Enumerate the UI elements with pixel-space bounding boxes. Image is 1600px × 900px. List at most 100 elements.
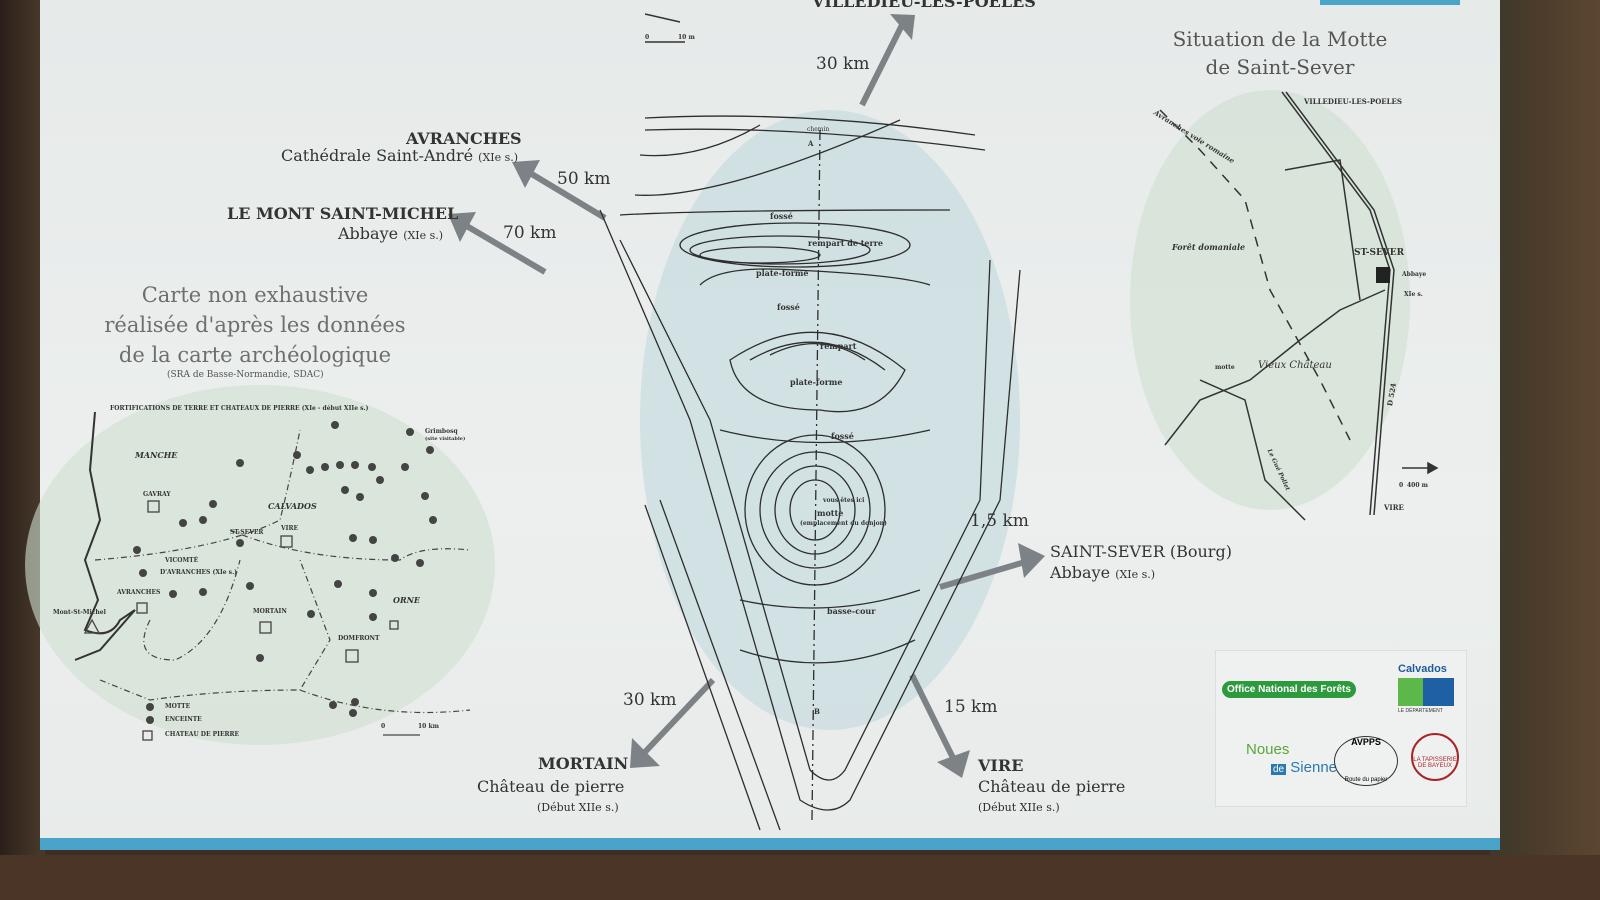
arrow-mortain <box>642 677 716 755</box>
mont-distance: 70 km <box>503 223 557 243</box>
label-st-sever: ST-SEVER <box>1354 248 1405 258</box>
contour-lines <box>599 115 1021 831</box>
arrow-mont <box>463 222 547 275</box>
mont-date: (XIe s.) <box>403 229 444 242</box>
onf-logo: Office National des Forêts <box>1222 681 1356 698</box>
label-rempart-terre: rempart de terre <box>808 238 884 248</box>
castle-markers <box>83 500 420 741</box>
label-vire: VIRE <box>281 525 299 532</box>
left-map-boundaries <box>94 429 471 714</box>
avpps-subtitle: Route du papier <box>1344 777 1388 783</box>
label-mortain: MORTAIN <box>253 608 287 615</box>
saintsever-site-name: Abbaye <box>1050 563 1111 582</box>
north-arrows <box>644 13 1439 475</box>
title-line: de Saint-Sever <box>1205 55 1355 79</box>
label-fosse: fossé <box>770 211 793 221</box>
sienne-logo: de Sienne <box>1271 759 1337 776</box>
label-plate-forme: plate-forme <box>790 377 843 387</box>
label-motte-right: motte <box>1215 364 1235 371</box>
background-left <box>0 0 45 900</box>
right-map-wash <box>1130 90 1410 510</box>
calvados-emblem <box>1398 678 1454 706</box>
title-line: Situation de la Motte <box>1172 27 1388 51</box>
label-domfront: DOMFRONT <box>338 635 380 642</box>
arrow-vire <box>909 673 958 764</box>
avranches-date: (XIe s.) <box>478 151 519 164</box>
label-abbaye: Abbaye <box>1402 271 1427 278</box>
arrow-avranches <box>528 170 607 221</box>
wooden-frame <box>0 855 1600 900</box>
title-line: de la carte archéologique <box>118 343 392 367</box>
vire-distance: 15 km <box>944 697 998 717</box>
label-grimbosq-note: (site visitable) <box>425 436 466 442</box>
left-map-wash <box>25 385 495 745</box>
left-map-heading: FORTIFICATIONS DE TERRE ET CHATEAUX DE P… <box>110 405 369 412</box>
vire-label: VIRE <box>978 756 1024 775</box>
label-b: B <box>814 707 820 716</box>
partner-logos: Office National des Forêts Calvados LE D… <box>1215 650 1467 807</box>
legend-markers <box>146 703 154 724</box>
scale-end: 10 km <box>418 723 439 730</box>
left-map-coastline <box>74 411 136 661</box>
saintsever-label: SAINT-SEVER (Bourg) <box>1050 542 1232 561</box>
avranches-label: AVRANCHES <box>406 129 522 148</box>
label-fosse: fossé <box>831 431 854 441</box>
tapisserie-logo: LA TAPISSERIE DE BAYEUX <box>1411 733 1459 781</box>
label-rempart: rempart <box>820 341 857 351</box>
right-map-roads <box>1159 91 1395 521</box>
label-abbaye-date: XIe s. <box>1404 291 1423 298</box>
saintsever-date: (XIe s.) <box>1115 568 1156 581</box>
mont-site: Abbaye (XIe s.) <box>338 224 443 243</box>
label-emplacement: (emplacement du donjon) <box>800 520 887 527</box>
scale-start: 0 <box>381 723 386 730</box>
label-a: A <box>808 139 814 148</box>
label-orne: ORNE <box>393 595 421 605</box>
label-foret: Forêt domaniale <box>1172 242 1246 252</box>
legend-chateau: CHATEAU DE PIERRE <box>165 731 240 738</box>
mortain-distance: 30 km <box>623 690 677 710</box>
label-manche: MANCHE <box>135 450 178 460</box>
legend-motte: MOTTE <box>165 703 191 710</box>
center-map-wash <box>640 110 1020 730</box>
calvados-logo: Calvados <box>1398 663 1447 675</box>
label-villedieu: VILLEDIEU-LES-POELES <box>1304 97 1402 106</box>
right-scale-end: 400 m <box>1407 482 1428 489</box>
legend-enceinte: ENCEINTE <box>165 716 202 723</box>
label-fosse: fossé <box>777 302 800 312</box>
site-markers <box>133 421 437 717</box>
label-vicomte-avranches: D'AVRANCHES (XIe s.) <box>160 569 237 576</box>
label-avranches: AVRANCHES <box>117 589 161 596</box>
label-vieux-chateau: Vieux Château <box>1258 360 1332 371</box>
calvados-subtitle: LE DÉPARTEMENT <box>1398 708 1443 714</box>
avranches-distance: 50 km <box>557 169 611 189</box>
right-scale-start: 0 <box>1399 482 1404 489</box>
center-scale-end: 10 m <box>678 34 695 41</box>
mortain-date: (Début XIIe s.) <box>537 801 619 814</box>
right-map-title: Situation de la Motte de Saint-Sever <box>1160 25 1400 81</box>
label-gavray: GAVRAY <box>143 491 171 498</box>
label-stsever: ST-SEVER <box>230 529 264 536</box>
villedieu-label: VILLEDIEU-LES-POELES <box>812 0 1036 11</box>
label-vicomte: VICOMTÉ <box>165 557 199 564</box>
avranches-site-name: Cathédrale Saint-André <box>281 146 474 165</box>
title-line: réalisée d'après les données <box>104 313 406 337</box>
title-line: Carte non exhaustive <box>141 283 369 307</box>
mortain-label: MORTAIN <box>538 754 629 773</box>
avpps-logo: AVPPS Route du papier <box>1334 736 1398 786</box>
sienne-text: Sienne <box>1290 759 1338 776</box>
label-chemin: chemin <box>807 126 830 133</box>
abbaye-marker <box>1376 267 1390 283</box>
mont-site-name: Abbaye <box>338 224 399 243</box>
saintsever-distance: 1,5 km <box>970 511 1029 531</box>
avranches-site: Cathédrale Saint-André (XIe s.) <box>281 146 518 165</box>
sign-blue-strip <box>40 838 1500 850</box>
label-plate-forme: plate-forme <box>756 268 809 278</box>
villedieu-distance: 30 km <box>816 54 870 74</box>
avpps-text: AVPPS <box>1351 737 1381 747</box>
left-map-title: Carte non exhaustive réalisée d'après le… <box>90 280 420 370</box>
left-map-source: (SRA de Basse-Normandie, SDAC) <box>167 370 324 380</box>
label-calvados: CALVADOS <box>268 501 317 511</box>
label-grimbosq: Grimbosq <box>425 428 458 435</box>
label-motte: motte <box>817 508 844 518</box>
